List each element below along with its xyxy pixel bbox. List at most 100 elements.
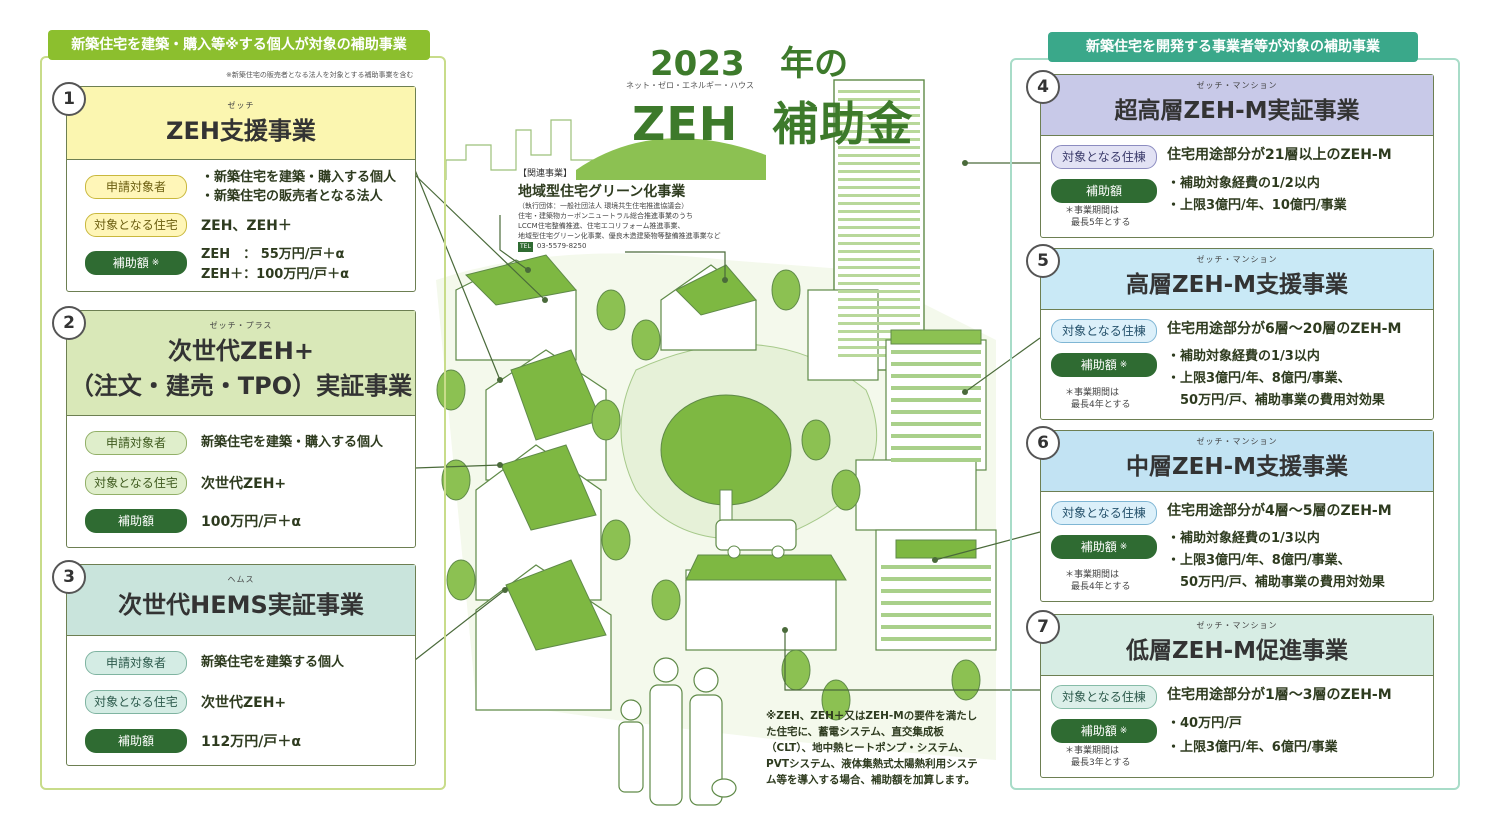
card-7-amount-1: ・40万円/戸 bbox=[1167, 716, 1242, 731]
card-6-housing: 住宅用途部分が4層～5層のZEH-M bbox=[1167, 503, 1392, 519]
related-desc-3: 地域型住宅グリーン化事業、優良木造建築物等整備推進事業など bbox=[518, 232, 721, 240]
house-3 bbox=[475, 559, 612, 711]
hill bbox=[576, 138, 766, 180]
related-program: 【関連事業】 地域型住宅グリーン化事業 （執行団体：一般社団法人 環境共生住宅推… bbox=[518, 166, 748, 252]
card-1-head: ゼッチ ZEH支援事業 bbox=[67, 87, 415, 160]
card-1-housing-label: 対象となる住宅 bbox=[85, 213, 187, 237]
card-6-amount-1: ・補助対象経費の1/3以内 bbox=[1167, 531, 1320, 546]
card-4-housing: 住宅用途部分が21層以上のZEH-M bbox=[1167, 147, 1392, 163]
tower-building bbox=[807, 79, 925, 381]
card-6-amount-2: ・上限3億円/年、8億円/事業、 bbox=[1167, 553, 1351, 568]
card-2-housing: 次世代ZEH+ bbox=[201, 476, 287, 492]
house-top-right bbox=[660, 264, 757, 351]
card-7-ruby: ゼッチ・マンション bbox=[1196, 621, 1278, 630]
left-group-note: ※新築住宅の販売者となる法人を対象とする補助事業を含む bbox=[226, 71, 414, 79]
card-5-ruby: ゼッチ・マンション bbox=[1196, 255, 1278, 264]
card-5-housing-label: 対象となる住棟 bbox=[1051, 319, 1157, 343]
card-4-ruby: ゼッチ・マンション bbox=[1196, 81, 1278, 90]
card-6-housing-label: 対象となる住棟 bbox=[1051, 501, 1157, 525]
card-2-title-2: （注文・建売・TPO）実証事業 bbox=[69, 372, 413, 400]
card-5-title: 高層ZEH-M支援事業 bbox=[1125, 272, 1349, 298]
card-5-period-2: 最長4年とする bbox=[1071, 400, 1131, 410]
right-group-header: 新築住宅を開発する事業者等が対象の補助事業 bbox=[1048, 32, 1418, 62]
card-3-applicant-label: 申請対象者 bbox=[85, 651, 187, 675]
related-name: 地域型住宅グリーン化事業 bbox=[518, 184, 686, 200]
related-tel: 03-5579-8250 bbox=[536, 242, 587, 250]
card-1-applicant-1: ・新築住宅を建築・購入する個人 bbox=[201, 170, 397, 185]
card-1-applicant-2: ・新築住宅の販売者となる法人 bbox=[201, 189, 383, 204]
card-next-gen-hems: ヘムス 次世代HEMS実証事業 申請対象者 新築住宅を建築する個人 対象となる住… bbox=[66, 564, 416, 766]
card-mid-rise-zeh-m: ゼッチ・マンション 中層ZEH-M支援事業 対象となる住棟 住宅用途部分が4層～… bbox=[1040, 430, 1434, 602]
card-6-head: ゼッチ・マンション 中層ZEH-M支援事業 bbox=[1041, 431, 1433, 492]
related-tag: 【関連事業】 bbox=[518, 169, 573, 179]
card-2-housing-label: 対象となる住宅 bbox=[85, 471, 187, 495]
card-3-head: ヘムス 次世代HEMS実証事業 bbox=[67, 565, 415, 636]
tower-windows bbox=[838, 90, 920, 357]
card-4-housing-label: 対象となる住棟 bbox=[1051, 145, 1157, 169]
card-2-title-1: 次世代ZEH+ bbox=[168, 337, 314, 365]
card-2-number: 2 bbox=[52, 306, 86, 340]
card-7-title: 低層ZEH-M促進事業 bbox=[1125, 638, 1349, 664]
page-title: ZEH 補助金 bbox=[632, 97, 914, 151]
card-6-asterisk: ※ bbox=[1119, 542, 1128, 552]
card-4-amount-label: 補助額 bbox=[1051, 179, 1157, 203]
related-desc-2: LCCM住宅整備推進、住宅エコリフォーム推進事業、 bbox=[518, 222, 685, 230]
card-6-period-1: ＊事業期間は bbox=[1065, 570, 1120, 580]
card-2-ruby: ゼッチ・プラス bbox=[209, 321, 273, 330]
card-low-rise-zeh-m: ゼッチ・マンション 低層ZEH-M促進事業 対象となる住棟 住宅用途部分が1層～… bbox=[1040, 614, 1434, 778]
card-5-amount-3: 50万円/戸、補助事業の費用対効果 bbox=[1167, 393, 1385, 408]
card-super-high-rise-zeh-m: ゼッチ・マンション 超高層ZEH-M実証事業 対象となる住棟 住宅用途部分が21… bbox=[1040, 74, 1434, 238]
town-illustration bbox=[436, 79, 997, 806]
card-7-number: 7 bbox=[1026, 610, 1060, 644]
card-2-applicant-label: 申請対象者 bbox=[85, 431, 187, 455]
card-1-housing: ZEH、ZEH＋ bbox=[201, 218, 292, 234]
card-1-amount-label: 補助額※ bbox=[85, 251, 187, 275]
card-5-housing: 住宅用途部分が6層～20層のZEH-M bbox=[1167, 321, 1402, 337]
card-6-ruby: ゼッチ・マンション bbox=[1196, 437, 1278, 446]
card-3-ruby: ヘムス bbox=[227, 575, 255, 584]
title-year: 2023 年の bbox=[650, 44, 849, 84]
mid-building-windows bbox=[881, 350, 991, 641]
card-next-gen-zeh-plus: ゼッチ・プラス 次世代ZEH+ （注文・建売・TPO）実証事業 申請対象者 新築… bbox=[66, 310, 416, 548]
card-6-period-2: 最長4年とする bbox=[1071, 582, 1131, 592]
card-3-housing: 次世代ZEH+ bbox=[201, 695, 287, 711]
card-7-period-1: ＊事業期間は bbox=[1065, 746, 1120, 756]
card-7-asterisk: ※ bbox=[1119, 726, 1128, 736]
card-1-applicant-label: 申請対象者 bbox=[85, 175, 187, 199]
related-executor: （執行団体：一般社団法人 環境共生住宅推進協議会） bbox=[518, 202, 689, 210]
card-3-applicant: 新築住宅を建築する個人 bbox=[201, 655, 345, 670]
card-zeh-support: ゼッチ ZEH支援事業 申請対象者 ・新築住宅を建築・購入する個人 ・新築住宅の… bbox=[66, 86, 416, 292]
card-2-head: ゼッチ・プラス 次世代ZEH+ （注文・建売・TPO）実証事業 bbox=[67, 311, 415, 416]
low-building bbox=[685, 554, 847, 651]
card-7-housing-label: 対象となる住棟 bbox=[1051, 685, 1157, 709]
footnote: ※ZEH、ZEH＋又はZEH-Mの要件を満たした住宅に、蓄電システム、直交集成板… bbox=[766, 710, 978, 786]
card-6-amount-3: 50万円/戸、補助事業の費用対効果 bbox=[1167, 575, 1385, 590]
card-7-amount-label: 補助額※ bbox=[1051, 719, 1157, 743]
card-6-amount-label: 補助額※ bbox=[1051, 535, 1157, 559]
card-5-amount-1: ・補助対象経費の1/3以内 bbox=[1167, 349, 1320, 364]
card-2-applicant: 新築住宅を建築・購入する個人 bbox=[201, 435, 384, 450]
card-1-title: ZEH支援事業 bbox=[166, 117, 316, 145]
card-4-head: ゼッチ・マンション 超高層ZEH-M実証事業 bbox=[1041, 75, 1433, 136]
trees bbox=[436, 269, 981, 721]
card-4-amount-2: ・上限3億円/年、10億円/事業 bbox=[1167, 198, 1347, 213]
card-3-number: 3 bbox=[52, 560, 86, 594]
card-1-asterisk: ※ bbox=[151, 258, 160, 268]
card-1-number: 1 bbox=[52, 82, 86, 116]
card-6-title: 中層ZEH-M支援事業 bbox=[1125, 454, 1349, 480]
card-3-amount-label: 補助額 bbox=[85, 729, 187, 753]
card-2-amount: 100万円/戸＋α bbox=[201, 514, 301, 530]
house-top-left bbox=[455, 254, 577, 361]
card-4-title: 超高層ZEH-M実証事業 bbox=[1114, 98, 1360, 124]
card-1-amount-2: ZEH＋：100万円/戸＋α bbox=[201, 267, 350, 282]
card-4-amount-1: ・補助対象経費の1/2以内 bbox=[1167, 176, 1320, 191]
card-7-amount-2: ・上限3億円/年、6億円/事業 bbox=[1167, 740, 1338, 755]
card-5-number: 5 bbox=[1026, 244, 1060, 278]
van bbox=[715, 519, 797, 559]
card-3-title: 次世代HEMS実証事業 bbox=[118, 591, 364, 619]
card-5-amount-2: ・上限3億円/年、8億円/事業、 bbox=[1167, 371, 1351, 386]
tel-badge: TEL bbox=[518, 242, 533, 252]
left-group-header: 新築住宅を建築・購入等※する個人が対象の補助事業 bbox=[48, 30, 430, 60]
card-2-amount-label: 補助額 bbox=[85, 509, 187, 533]
card-7-period-2: 最長3年とする bbox=[1071, 758, 1131, 768]
